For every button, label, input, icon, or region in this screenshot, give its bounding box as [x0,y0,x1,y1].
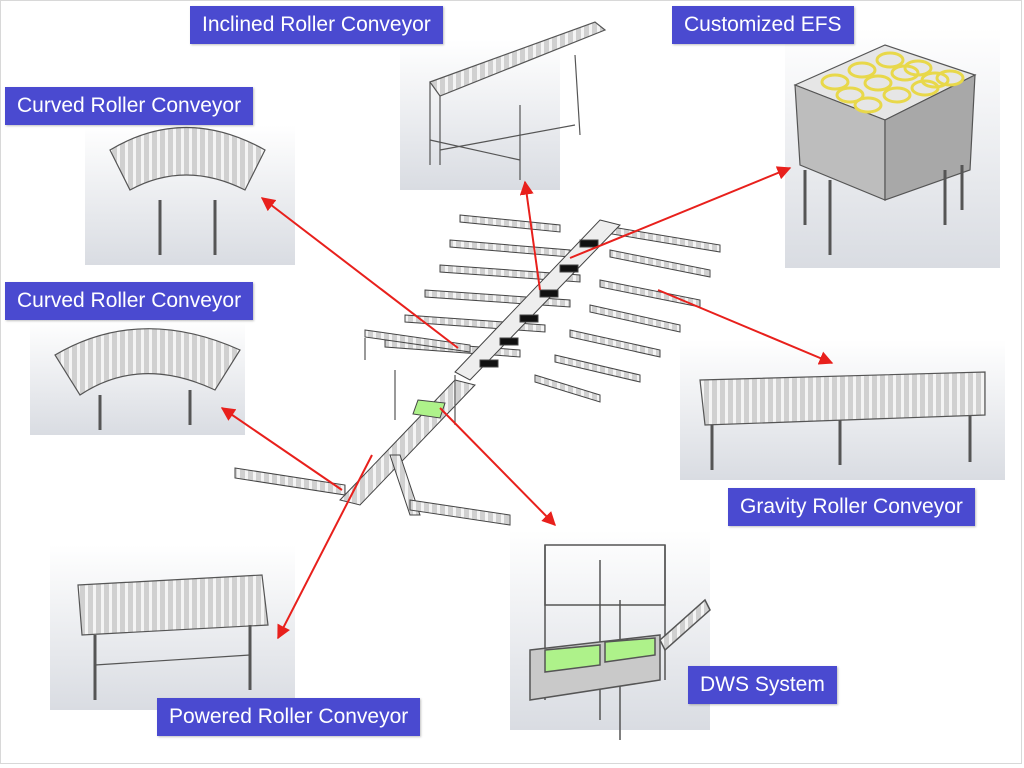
arrow-gravity [657,289,834,365]
arrows [220,166,834,640]
label-dws-system: DWS System [688,666,837,704]
label-curved-roller-conveyor-top: Curved Roller Conveyor [5,87,254,125]
powered-drawing [77,574,269,700]
label-curved-roller-conveyor-mid: Curved Roller Conveyor [5,282,254,320]
inclined-conveyor-drawing [429,21,607,180]
inclined-panel [400,40,560,190]
label-powered-roller-conveyor: Powered Roller Conveyor [157,698,421,736]
arrow-inclined [519,180,541,291]
gravity-drawing [699,371,986,470]
arrow-efs [569,166,792,259]
curved-mid-drawing [54,328,241,430]
efs-drawing [793,44,977,255]
label-customized-efs: Customized EFS [672,6,854,44]
arrow-powered [277,454,373,640]
arrow-curved-mid [220,407,343,491]
arrow-curved-top [260,197,459,349]
curved-top-drawing [109,126,266,255]
label-inclined-roller-conveyor: Inclined Roller Conveyor [190,6,443,44]
main-layout-drawing [234,214,721,526]
arrow-dws [439,407,556,526]
dws-drawing [529,544,711,740]
label-gravity-roller-conveyor: Gravity Roller Conveyor [728,488,975,526]
